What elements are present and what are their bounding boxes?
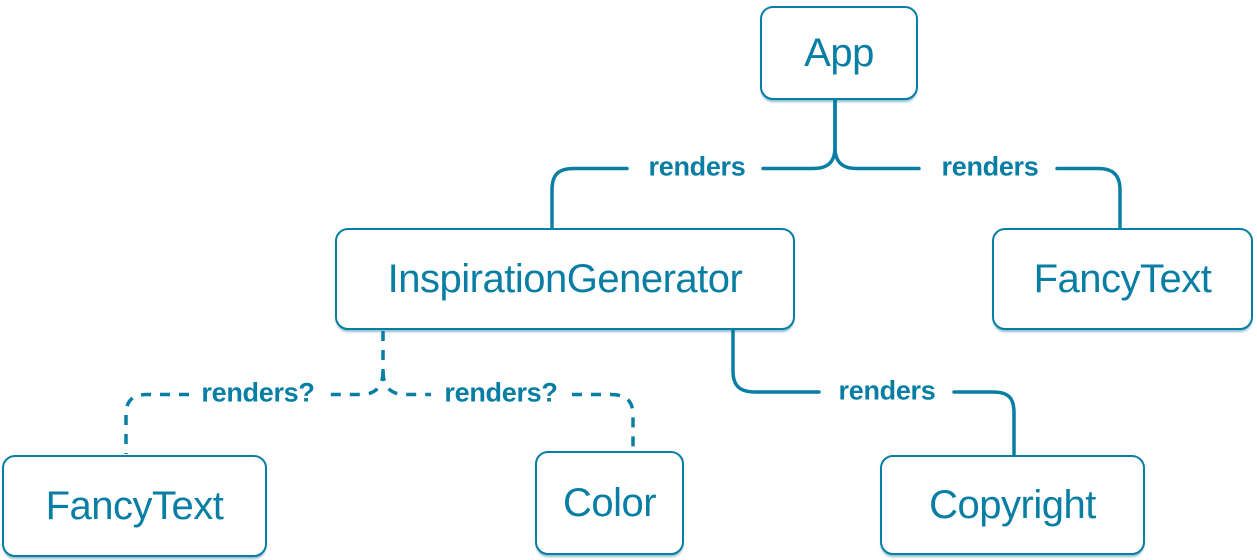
edge-app-fancytext xyxy=(833,98,1122,229)
edge-label-inspirationgenerator-fancytext: renders? xyxy=(201,377,315,408)
edge-label-inspirationgenerator-color: renders? xyxy=(444,377,558,408)
node-fancy-text-top: FancyText xyxy=(992,228,1253,330)
edge-inspirationgenerator-copyright xyxy=(731,329,1016,456)
edge-inspirationgenerator-color-dashed xyxy=(381,370,635,450)
edge-label-app-inspirationgenerator: renders xyxy=(648,151,746,182)
node-inspiration-generator: InspirationGenerator xyxy=(335,228,795,330)
edge-label-inspirationgenerator-copyright: renders xyxy=(838,375,936,406)
node-copyright: Copyright xyxy=(880,455,1145,555)
node-app: App xyxy=(760,6,918,100)
node-color: Color xyxy=(535,451,684,555)
node-fancy-text-bottom: FancyText xyxy=(2,455,267,557)
edge-label-app-fancytext: renders xyxy=(941,151,1039,182)
